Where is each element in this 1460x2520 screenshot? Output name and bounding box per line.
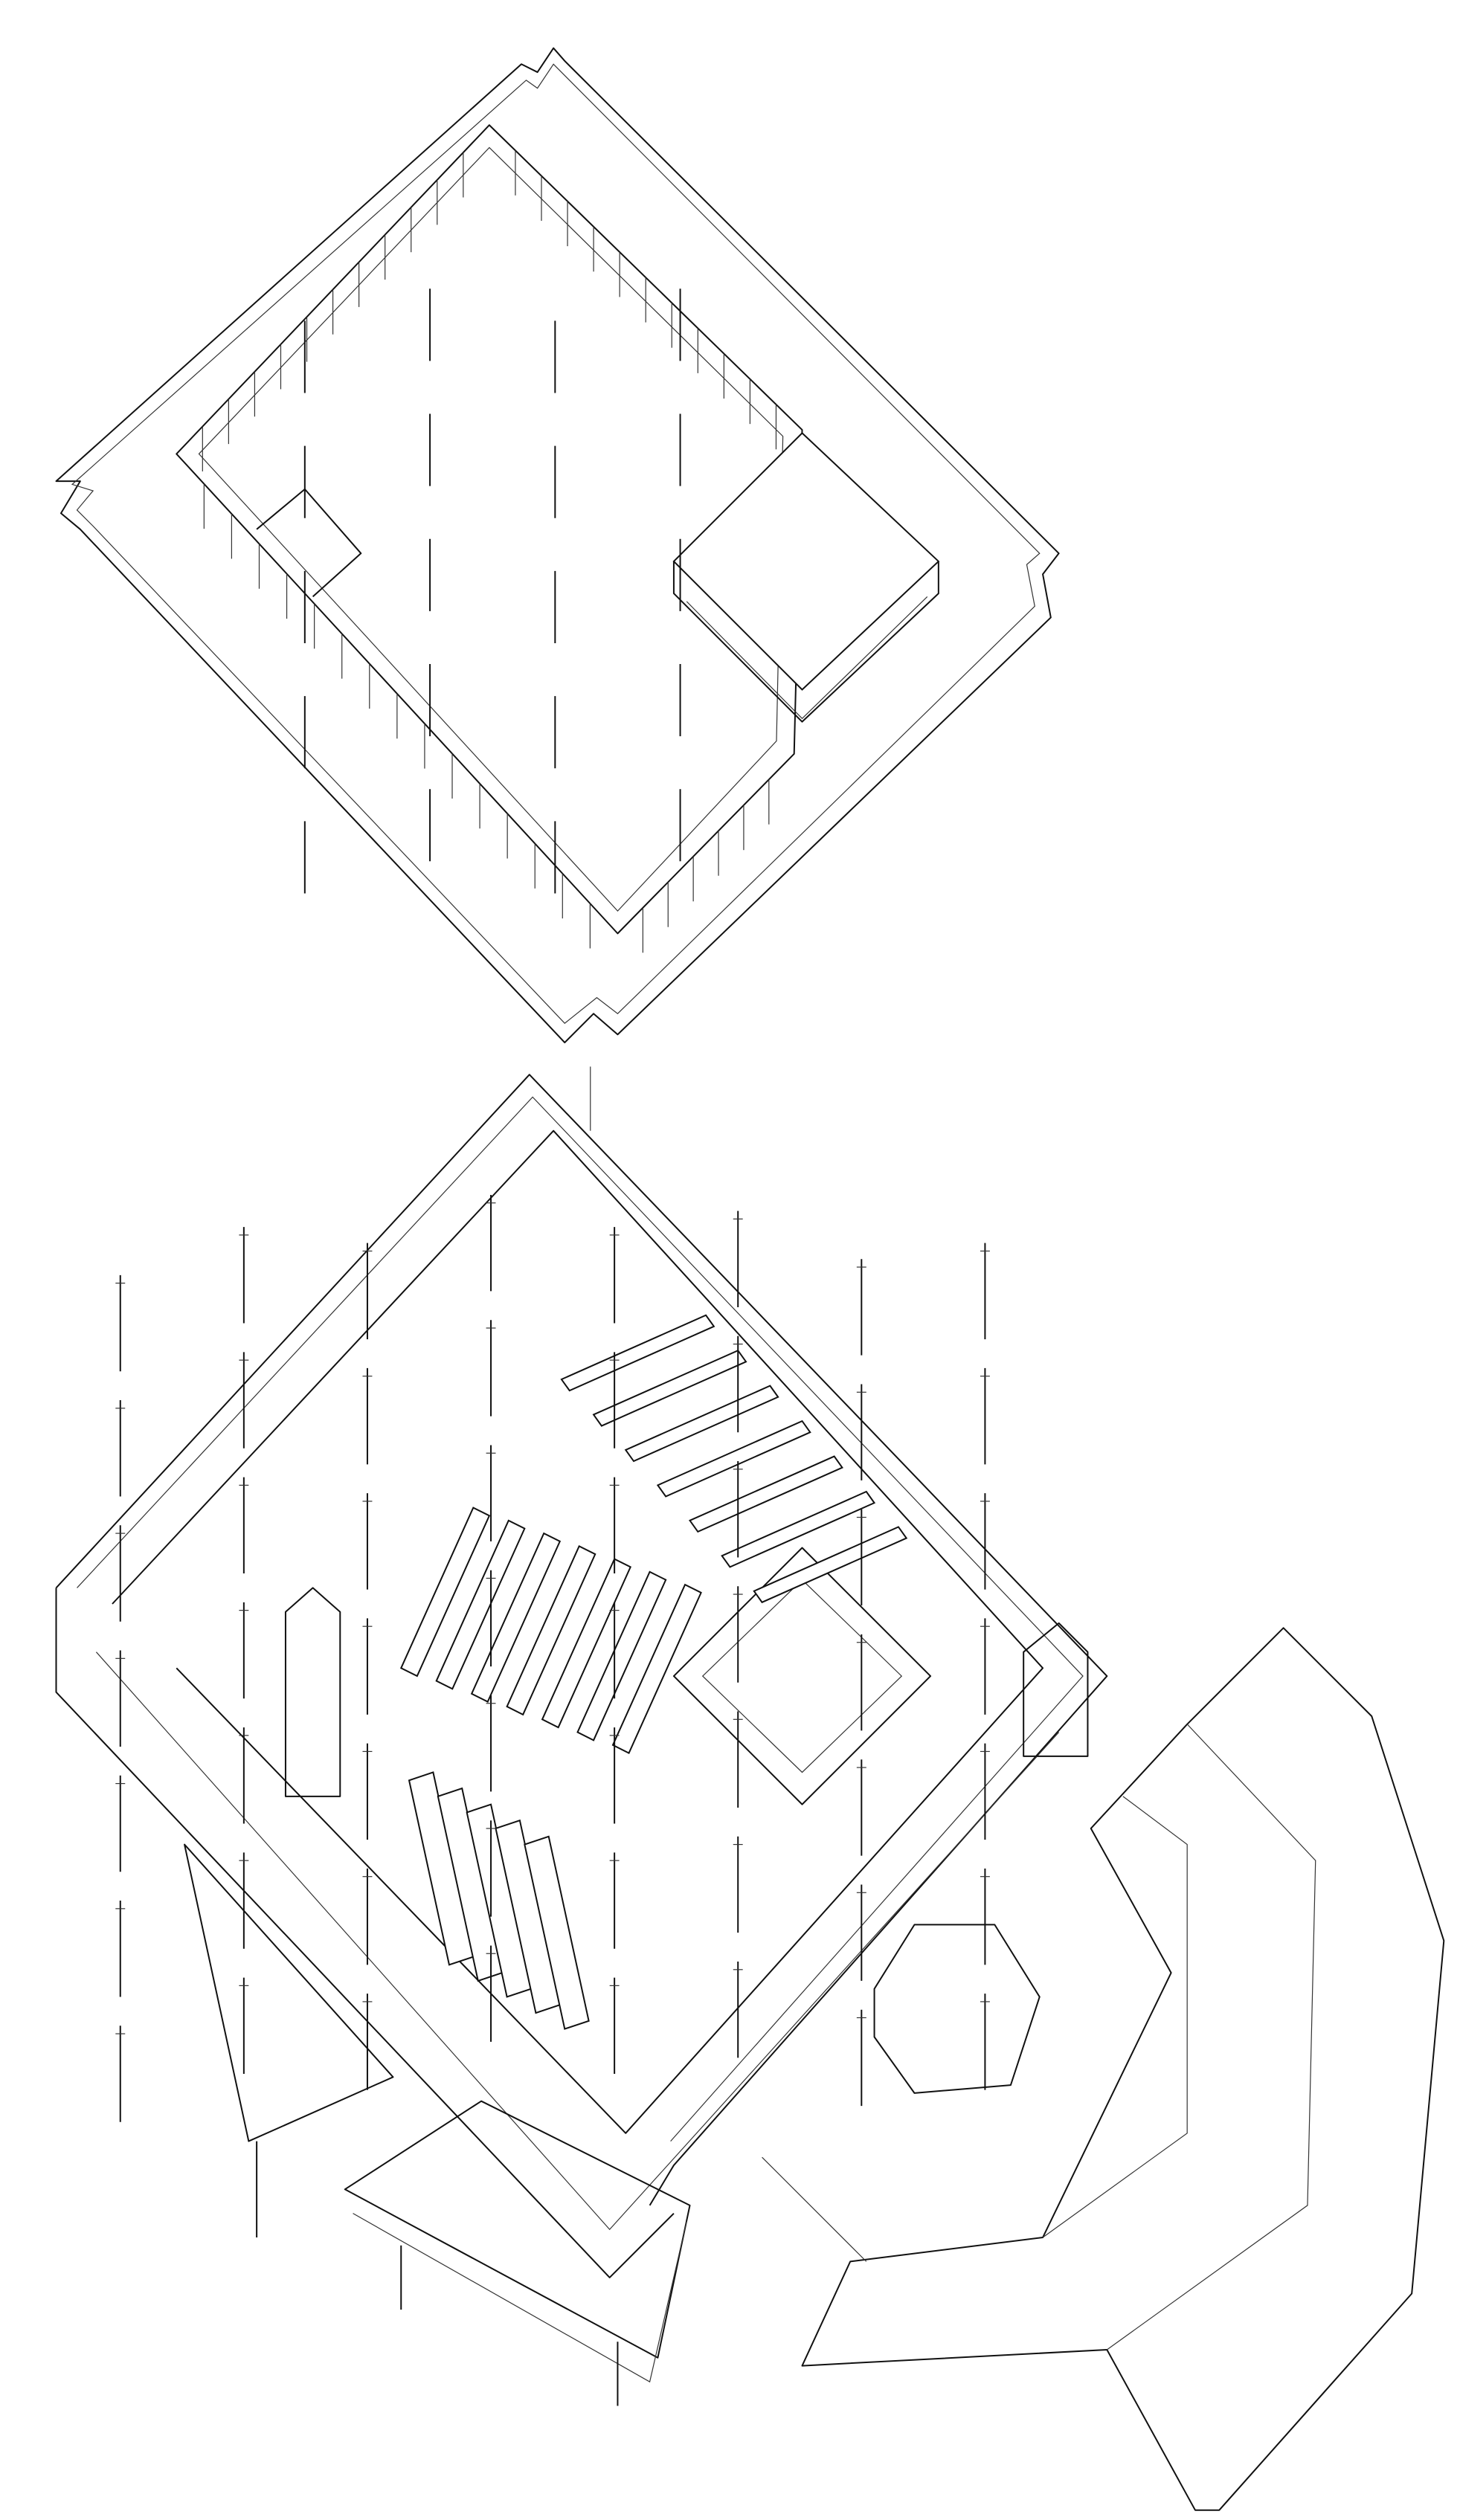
ramps bbox=[401, 1315, 906, 2029]
lower-inner-wall bbox=[112, 1131, 1043, 2133]
ramp-slab bbox=[578, 1572, 666, 1740]
ramp-slab bbox=[722, 1492, 875, 1567]
roof-columns bbox=[305, 289, 681, 893]
stair-tower bbox=[1023, 1623, 1087, 1756]
pavilion-railing bbox=[686, 596, 927, 718]
rooftop-pavilion bbox=[674, 433, 939, 689]
curtain-wall-mullions bbox=[202, 150, 776, 953]
roof-level bbox=[56, 48, 1058, 1043]
lower-level bbox=[56, 1066, 1444, 2510]
ramp-slab bbox=[594, 1350, 746, 1425]
ramp-slab bbox=[613, 1585, 701, 1753]
pavilion-base bbox=[674, 561, 939, 722]
roof-parapet-inner bbox=[72, 64, 1040, 1023]
ramp-slab bbox=[754, 1527, 907, 1602]
lower-columns bbox=[115, 1195, 990, 2122]
support-piles bbox=[257, 2142, 617, 2406]
lower-outer-roof-edge bbox=[56, 1074, 1107, 2205]
ramp-slab bbox=[542, 1559, 631, 1727]
ramp-slab bbox=[524, 1837, 588, 2029]
ramp-slab bbox=[626, 1386, 778, 1461]
ramp-slab bbox=[437, 1521, 525, 1689]
tower-core bbox=[286, 1588, 340, 1796]
octagon-plaza bbox=[875, 1924, 1040, 2092]
cantilever-terrace-left bbox=[184, 1845, 393, 2142]
landscape-path bbox=[803, 1628, 1444, 2510]
ramp-slab bbox=[690, 1457, 843, 1532]
ramp-slab bbox=[562, 1315, 714, 1390]
ramp-slab bbox=[657, 1421, 810, 1496]
interior-box bbox=[674, 1548, 930, 1805]
cantilever-terrace-bottom bbox=[345, 2101, 690, 2358]
ramp-slab bbox=[472, 1533, 560, 1701]
roof-outer-edge bbox=[56, 48, 1058, 1043]
ramp-slab bbox=[401, 1508, 489, 1676]
courtyard-light-well bbox=[257, 489, 361, 597]
courtyard-inner bbox=[199, 147, 782, 911]
ramp-slab bbox=[507, 1546, 596, 1714]
facade-base bbox=[56, 1588, 673, 2278]
